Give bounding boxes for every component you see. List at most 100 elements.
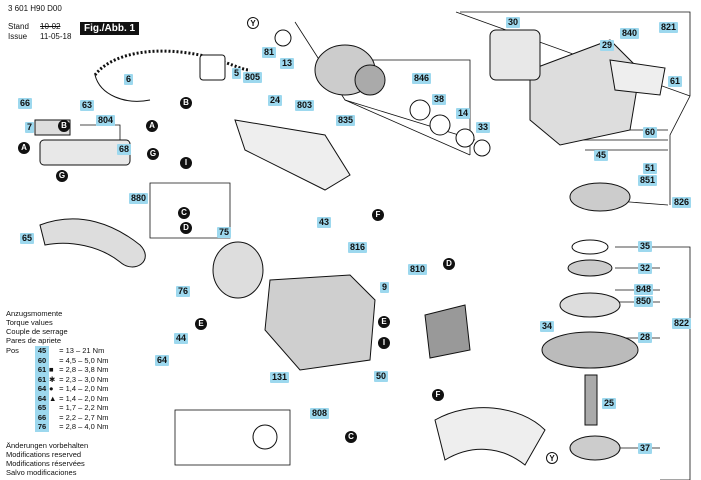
- part-tag: 60: [643, 127, 658, 138]
- part-tag: 81: [262, 47, 277, 58]
- callout-D: D: [443, 258, 455, 270]
- part-tag: 66: [18, 98, 33, 109]
- torque-mark: ▲: [49, 393, 57, 403]
- part-tag: 850: [634, 296, 654, 307]
- part-32: [567, 259, 613, 277]
- part-tag: 851: [638, 175, 658, 186]
- torque-value: 2,2 – 2,7 Nm: [65, 412, 109, 422]
- part-tag: 822: [672, 318, 692, 329]
- part-tag: 821: [659, 22, 679, 33]
- callout-G: G: [56, 170, 68, 182]
- torque-pos: 76: [35, 422, 49, 432]
- bearing-35: [571, 239, 609, 255]
- part-tag: 5: [232, 68, 242, 79]
- cable-wire: [94, 74, 151, 102]
- side-handle: [39, 218, 146, 268]
- part-tag: 131: [270, 372, 290, 383]
- torque-row: 66 = 2,2 – 2,7 Nm: [35, 412, 109, 423]
- torque-row: 76 = 2,8 – 4,0 Nm: [35, 422, 109, 432]
- torque-row: 45 = 13 – 21 Nm: [35, 346, 104, 356]
- footer-line-2: Modifications reserved: [6, 450, 82, 459]
- torque-mark: ●: [49, 384, 54, 393]
- torque-heading-4: Pares de apriete: [6, 336, 62, 345]
- torque-pos: 45: [35, 346, 49, 356]
- part-tag: 826: [672, 197, 692, 208]
- part-tag: 9: [380, 282, 390, 293]
- torque-heading-2: Torque values: [6, 318, 53, 327]
- torque-value: 1,7 – 2,2 Nm: [65, 403, 109, 412]
- fan: [354, 64, 386, 96]
- torque-row: 61✱ = 2,3 – 3,0 Nm: [35, 374, 109, 385]
- brush-holder: [434, 407, 546, 466]
- callout-E: E: [195, 318, 207, 330]
- part-tag: 35: [638, 241, 653, 252]
- part-tag: 75: [217, 227, 232, 238]
- torque-value: 2,8 – 4,0 Nm: [65, 422, 109, 431]
- torque-pos: 60: [35, 355, 49, 366]
- part-tag: 37: [638, 443, 653, 454]
- torque-pos: 64: [35, 384, 49, 394]
- part-tag: 51: [643, 163, 658, 174]
- part-tag: 45: [594, 150, 609, 161]
- part-tag: 76: [176, 286, 191, 297]
- bracket-line: [360, 59, 471, 155]
- gear-head-housing: [529, 39, 641, 146]
- callout-I: I: [180, 157, 192, 169]
- torque-value: 1,4 – 2,0 Nm: [65, 384, 109, 393]
- part-tag: 30: [506, 17, 521, 28]
- callout-I: I: [378, 337, 390, 349]
- bearing-flange-28: [541, 331, 639, 369]
- part-tag: 848: [634, 284, 654, 295]
- bearing: [473, 139, 491, 157]
- torque-pos: 61: [35, 365, 49, 375]
- part-tag: 810: [408, 264, 428, 275]
- callout-D: D: [180, 222, 192, 234]
- torque-mark: ✱: [49, 374, 56, 384]
- callout-Y: Y: [247, 17, 259, 29]
- part-tag: 7: [25, 122, 35, 133]
- part-tag: 846: [412, 73, 432, 84]
- ring: [409, 99, 431, 121]
- bracket-line: [149, 182, 231, 239]
- guard-clamp: [569, 435, 621, 461]
- part-tag: 14: [456, 108, 471, 119]
- power-cable: [93, 49, 251, 76]
- part-tag: 880: [129, 193, 149, 204]
- footer-line-4: Salvo modificaciones: [6, 468, 77, 477]
- torque-mark: ■: [49, 365, 54, 374]
- callout-G: G: [147, 148, 159, 160]
- bearing: [455, 128, 475, 148]
- ring: [429, 114, 451, 136]
- part-tag: 24: [268, 95, 283, 106]
- torque-row: 60 = 4,5 – 5,0 Nm: [35, 355, 109, 366]
- cover: [609, 59, 666, 96]
- part-tag: 65: [20, 233, 35, 244]
- part-tag: 63: [80, 100, 95, 111]
- figure-label: Fig./Abb. 1: [80, 22, 140, 35]
- plug: [199, 54, 226, 81]
- part-tag: 61: [668, 76, 683, 87]
- torque-pos: 66: [35, 412, 49, 423]
- part-tag: 28: [638, 332, 653, 343]
- torque-value: 2,3 – 3,0 Nm: [65, 374, 109, 384]
- gear-flange: [489, 29, 541, 81]
- torque-pos: 61: [35, 374, 49, 385]
- doc-number: 3 601 H90 D00: [8, 4, 62, 13]
- stand-label: Stand: [8, 22, 29, 31]
- part-tag: 804: [96, 115, 116, 126]
- torque-pos: 64: [35, 393, 49, 404]
- callout-B: B: [180, 97, 192, 109]
- callout-F: F: [432, 389, 444, 401]
- field-winding: [424, 304, 471, 359]
- part-tag: 803: [295, 100, 315, 111]
- part-tag: 44: [174, 333, 189, 344]
- torque-value: 13 – 21 Nm: [65, 346, 105, 355]
- part-tag: 808: [310, 408, 330, 419]
- part-tag: 64: [155, 355, 170, 366]
- issue-date: 11-05-18: [40, 32, 72, 41]
- torque-row: 65 = 1,7 – 2,2 Nm: [35, 403, 109, 413]
- bevel-gear: [569, 182, 631, 212]
- callout-C: C: [345, 431, 357, 443]
- bracket-line: [660, 246, 691, 480]
